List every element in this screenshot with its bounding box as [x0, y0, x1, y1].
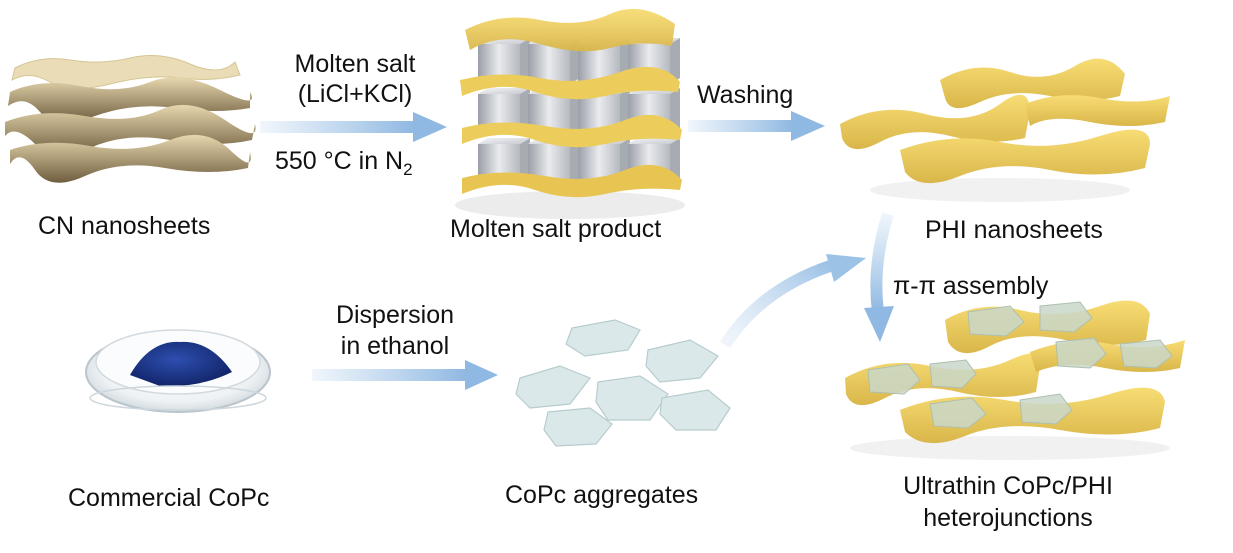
- label-phi-nanosheets: PHI nanosheets: [925, 216, 1103, 244]
- label-commercial-copc: Commercial CoPc: [68, 484, 270, 512]
- label-molten-salt-product: Molten salt product: [450, 215, 662, 243]
- label-copc-aggregates: CoPc aggregates: [505, 481, 699, 509]
- copc-aggregates-image: [515, 319, 731, 447]
- phi-nanosheets-image: [840, 58, 1170, 202]
- arrow-washing: [688, 111, 825, 141]
- label-heterojunctions-line2: heterojunctions: [923, 504, 1093, 532]
- arrow-curved-to-phi: [719, 254, 866, 349]
- step-dispersion-line1: Dispersion: [335, 301, 455, 329]
- step-assembly: π-π assembly: [893, 272, 1049, 300]
- molten-salt-product-image: [455, 8, 685, 219]
- step-molten-salt-line1: Molten salt: [294, 50, 416, 78]
- copc-dish-image: [85, 329, 271, 413]
- step-temperature-text: 550 °C in N: [275, 147, 404, 175]
- step-temperature: 550 °C in N2: [275, 146, 413, 179]
- heterojunctions-image: [845, 300, 1185, 460]
- step-temperature-subscript: 2: [403, 160, 413, 179]
- arrow-dispersion: [312, 360, 498, 390]
- arrow-assembly: [864, 212, 894, 342]
- step-molten-salt-line2: (LiCl+KCl): [297, 80, 413, 108]
- step-washing: Washing: [697, 81, 794, 109]
- step-dispersion-line2: in ethanol: [340, 332, 450, 360]
- cn-nanosheets-image: [5, 55, 256, 183]
- arrow-molten-salt: [260, 112, 447, 142]
- label-cn-nanosheets: CN nanosheets: [38, 212, 211, 240]
- label-heterojunctions-line1: Ultrathin CoPc/PHI: [903, 472, 1113, 500]
